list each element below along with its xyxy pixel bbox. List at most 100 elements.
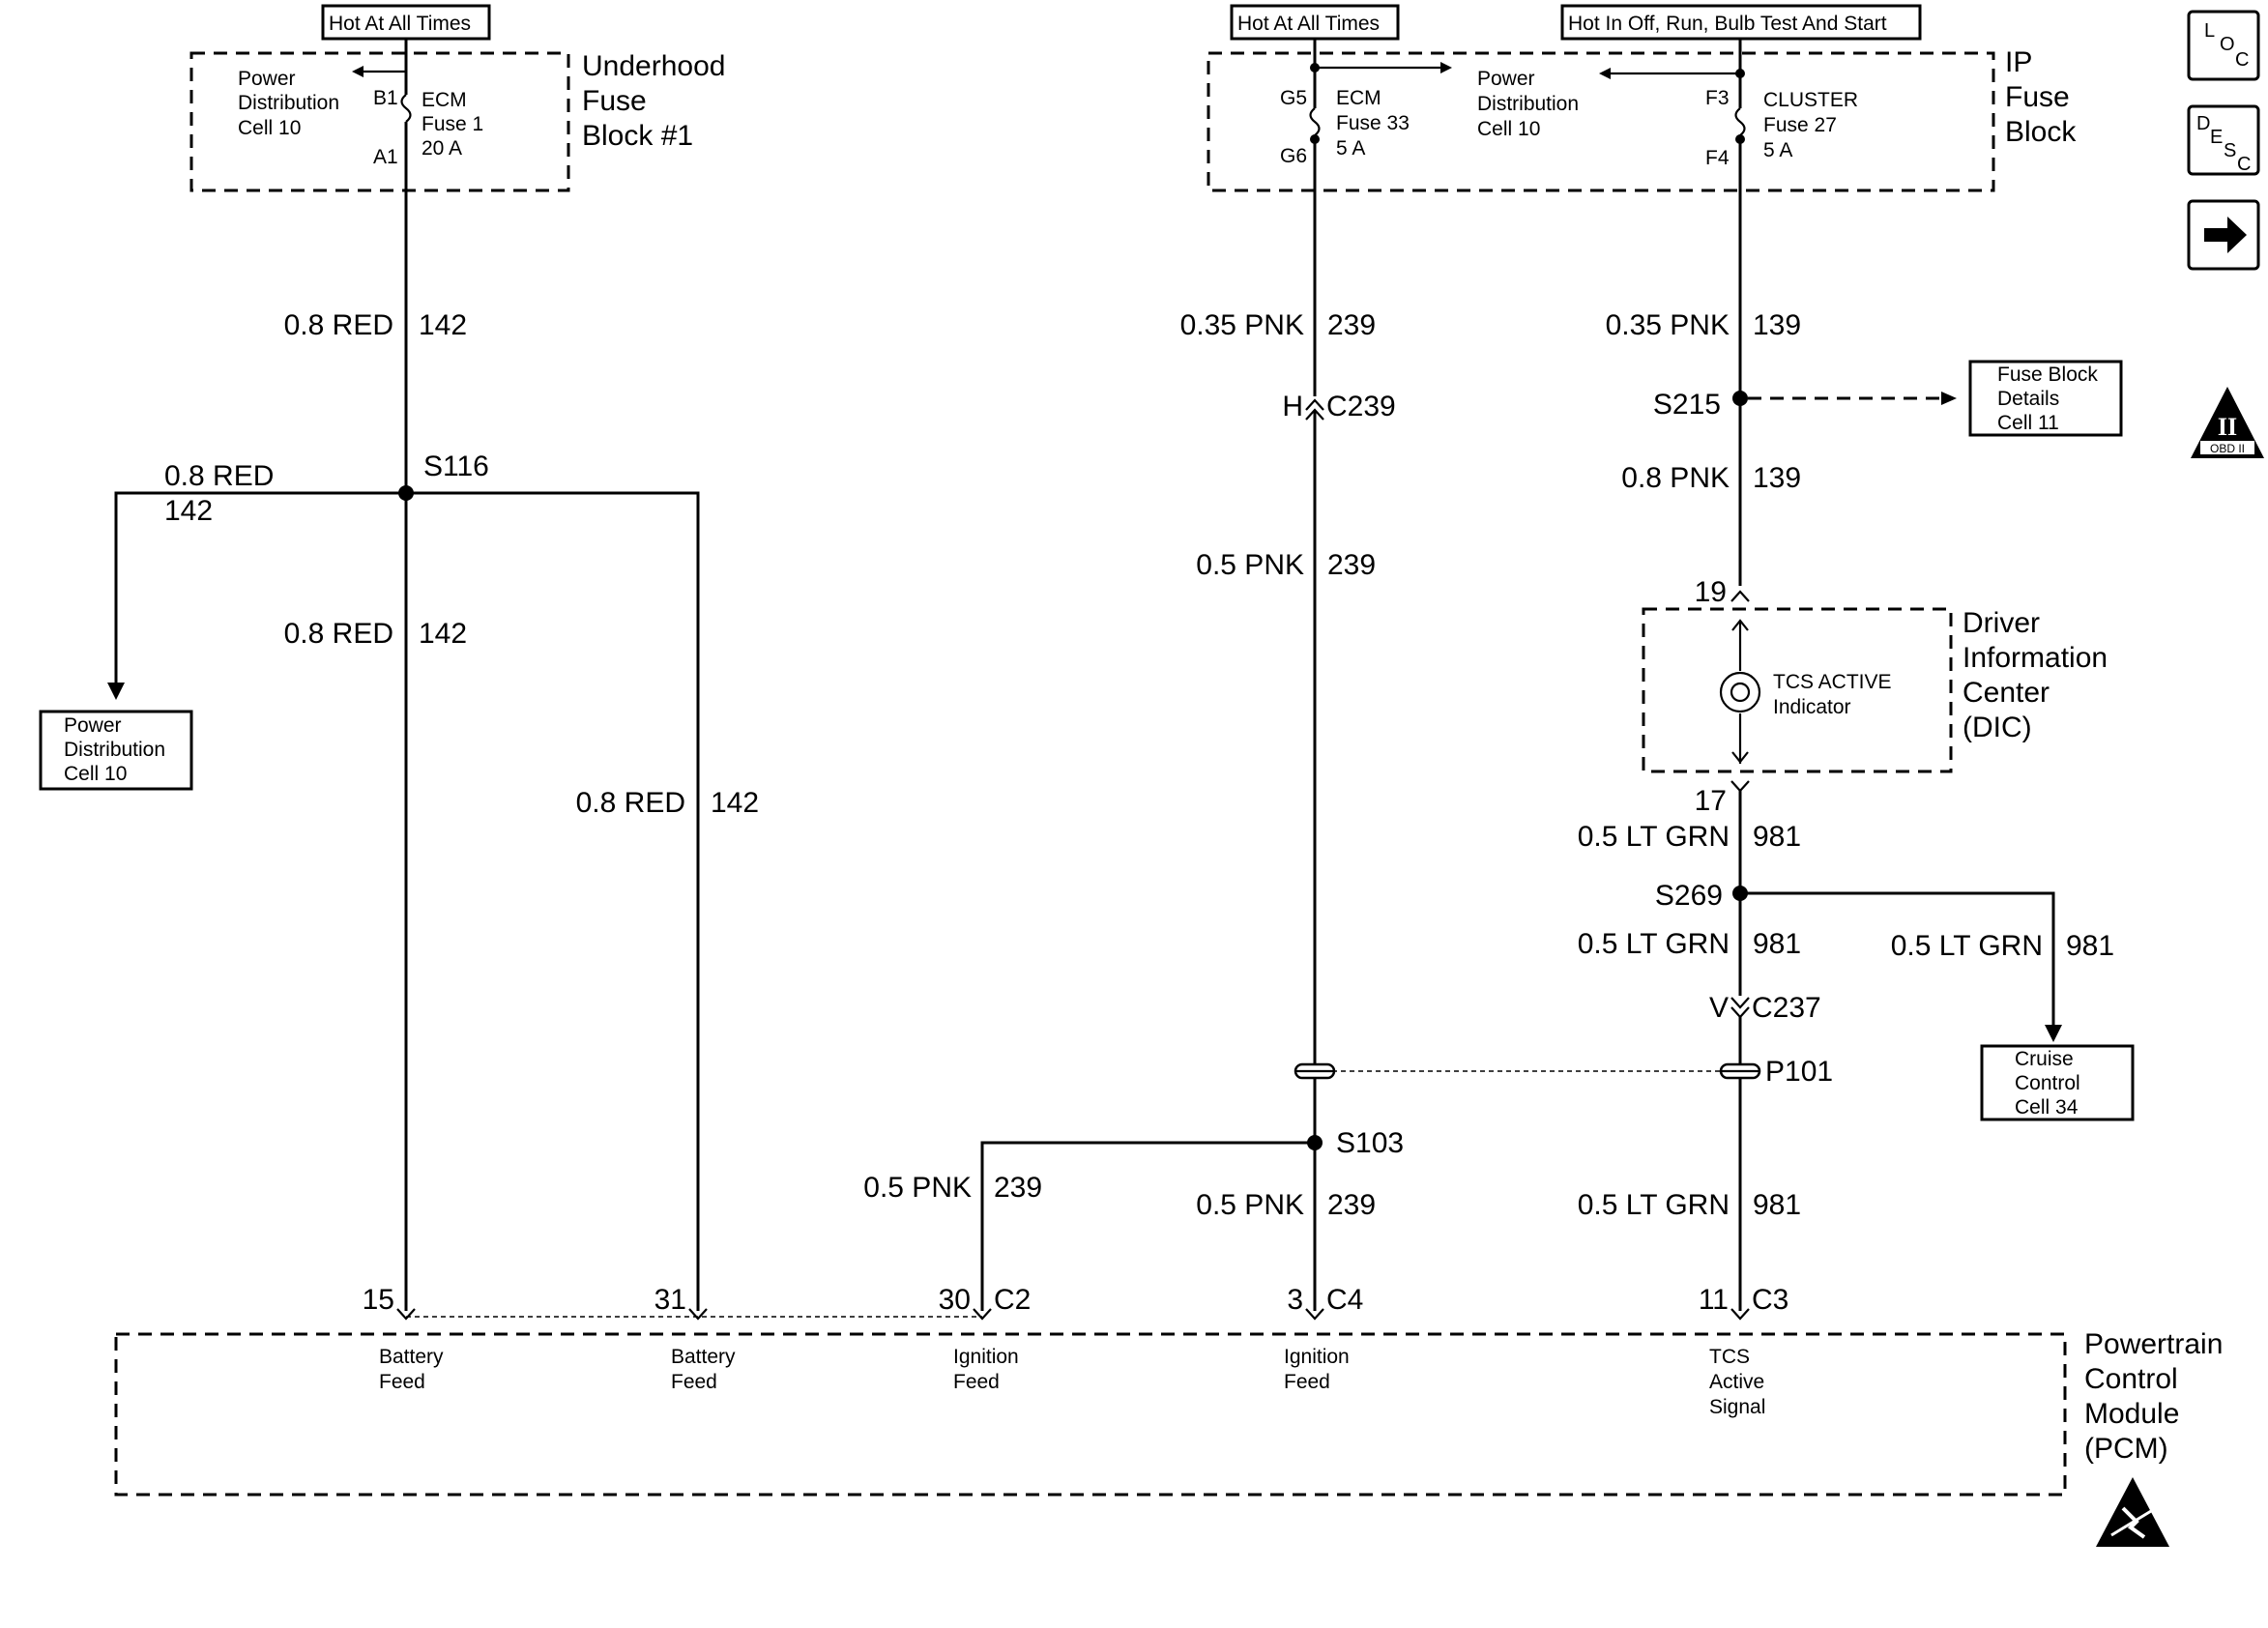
ip-pin-g6: G6 [1280, 145, 1307, 167]
dic-outline [1642, 607, 1953, 773]
circuit-239: H C239 0.35 PNK 239 0.5 PNK 239 S103 0.5… [863, 189, 1404, 1311]
cruise-3: Cell 34 [2015, 1096, 2079, 1119]
fuse-block-details-ref[interactable]: Fuse Block Details Cell 11 [1968, 360, 2123, 437]
w239-top-size: 0.35 PNK [1180, 309, 1304, 341]
splice-s215: S215 [1653, 389, 1721, 421]
next-page-button[interactable] [2187, 199, 2260, 271]
ufb-pd-ref-3: Cell 10 [238, 117, 301, 139]
pcm-outline [114, 1332, 2067, 1497]
fbd-2: Details [1997, 388, 2059, 410]
ufb-pd-ref-1: Power [238, 68, 296, 90]
cruise-1: Cruise [2015, 1048, 2074, 1070]
pcm-pin-31-label-2: Feed [671, 1371, 717, 1393]
w239-branch-ckt: 239 [994, 1172, 1042, 1204]
w981-cruise-arrowhead [2045, 1025, 2062, 1042]
desc-s: S [2224, 140, 2236, 161]
pcm-pin-11-label-3: Signal [1709, 1396, 1765, 1418]
w981-a-ckt: 981 [1753, 821, 1801, 853]
obd-numeral: II [2218, 413, 2237, 441]
w142-right-branch [406, 491, 700, 1311]
fbd-1: Fuse Block [1997, 363, 2098, 386]
ip-hot-run-label: Hot In Off, Run, Bulb Test And Start [1568, 13, 1887, 35]
ip-ecm-arrowhead [1440, 62, 1452, 73]
power-distribution-ref-left[interactable]: Power Distribution Cell 10 [39, 710, 193, 791]
pcm-pin-3: 3 C4 Ignition Feed [1284, 1284, 1363, 1393]
w239-bottom-ckt: 239 [1327, 1189, 1376, 1221]
desc-icon[interactable] [2187, 104, 2260, 176]
w981-d-ckt: 981 [1753, 1189, 1801, 1221]
tcs-active-bulb-icon [1719, 671, 1761, 713]
c239-label: C239 [1326, 391, 1396, 422]
ip-pin-g5: G5 [1280, 87, 1307, 109]
splice-s116: S116 [423, 451, 489, 482]
pcm-pin-15-label-1: Battery [379, 1346, 444, 1368]
ip-title-2: Fuse [2005, 81, 2070, 113]
w139-mid-ckt: 139 [1753, 462, 1801, 494]
pcm-title-3: Module [2084, 1398, 2179, 1430]
ufb-pd-arrowhead [352, 66, 363, 77]
pd-left-2: Distribution [64, 739, 165, 761]
w239-mid-ckt: 239 [1327, 549, 1376, 581]
w142-left-size: 0.8 RED [164, 460, 274, 492]
ufb-title-2: Fuse [582, 85, 647, 117]
loc-button[interactable]: L O C [2187, 10, 2260, 81]
w239-mid-size: 0.5 PNK [1196, 549, 1304, 581]
dic-pin-17: 17 [1695, 785, 1727, 817]
pcm-pin-30-label-2: Feed [953, 1371, 1000, 1393]
w239-bottom-size: 0.5 PNK [1196, 1189, 1304, 1221]
pcm-pin-31: 31 Battery Feed [654, 1284, 736, 1393]
w142-left-arrowhead [107, 683, 125, 700]
loc-l: L [2204, 20, 2215, 42]
pd-left-1: Power [64, 714, 122, 737]
pcm-pin-11-label-1: TCS [1709, 1346, 1750, 1368]
pcm-pin-30-label-1: Ignition [953, 1346, 1019, 1368]
w142-mid-ckt: 142 [419, 618, 467, 650]
loc-o: O [2220, 34, 2235, 55]
pcm-pin-11-num: 11 [1699, 1284, 1729, 1316]
ip-pin-f3: F3 [1705, 87, 1730, 109]
pcm-pin-15: 15 Battery Feed [363, 1284, 444, 1393]
pcm-title-4: (PCM) [2084, 1433, 2168, 1465]
w239-branch [980, 1141, 1315, 1311]
pcm-pin-30: 30 C2 Ignition Feed [939, 1284, 1032, 1393]
ufb-pd-ref-2: Distribution [238, 92, 339, 114]
w239-branch-size: 0.5 PNK [863, 1172, 972, 1204]
w139-top-size: 0.35 PNK [1606, 309, 1730, 341]
c239-connector [1305, 398, 1324, 411]
w981-b-size: 0.5 LT GRN [1578, 928, 1730, 960]
ip-ecm-fuse-3: 5 A [1336, 137, 1365, 160]
pcm-pin-3-label-1: Ignition [1284, 1346, 1350, 1368]
circuit-139: 0.35 PNK 139 S215 0.8 PNK 139 [1606, 189, 1957, 586]
pcm-pin-3-conn: C4 [1326, 1284, 1363, 1316]
tcs-indicator-2: Indicator [1773, 696, 1851, 718]
desc-button[interactable]: D E S C [2187, 104, 2260, 176]
pcm-pin-15-label-2: Feed [379, 1371, 425, 1393]
desc-c: C [2237, 154, 2251, 175]
w142-top-ckt: 142 [419, 309, 467, 341]
w981-cruise-branch [1740, 891, 2055, 1031]
w142-right-ckt: 142 [711, 787, 759, 819]
dic-title-2: Information [1963, 642, 2108, 674]
ip-outline [1207, 51, 1995, 192]
pcm-pin-30-num: 30 [939, 1284, 971, 1316]
fbd-3: Cell 11 [1997, 412, 2059, 434]
w981-c-ckt: 981 [2066, 930, 2114, 962]
ufb-fuse-2: Fuse 1 [422, 113, 483, 135]
underhood-fuse-block: Hot At All Times Underhood Fuse Block #1… [189, 4, 725, 193]
ufb-fuse-3: 20 A [422, 137, 462, 160]
cruise-control-ref[interactable]: Cruise Control Cell 34 [1980, 1044, 2135, 1121]
pcm-pin-30-conn: C2 [994, 1284, 1031, 1316]
w142-mid-size: 0.8 RED [284, 618, 393, 650]
s215-ref-arrowhead [1941, 392, 1957, 405]
ip-hot-label: Hot At All Times [1237, 13, 1380, 35]
dic-title-1: Driver [1963, 607, 2040, 639]
loc-icon[interactable] [2187, 10, 2260, 81]
p101-passthrough: P101 [1294, 1056, 1833, 1088]
w981-a-size: 0.5 LT GRN [1578, 821, 1730, 853]
pd-left-3: Cell 10 [64, 763, 127, 785]
ip-cluster-fuse-3: 5 A [1763, 139, 1792, 161]
circuit-142: 0.8 RED 142 S116 0.8 RED 142 0.8 RED 142… [107, 189, 759, 1311]
ecm-fuse-1-symbol [400, 94, 412, 123]
pcm-title-1: Powertrain [2084, 1328, 2223, 1360]
w981-b-ckt: 981 [1753, 928, 1801, 960]
